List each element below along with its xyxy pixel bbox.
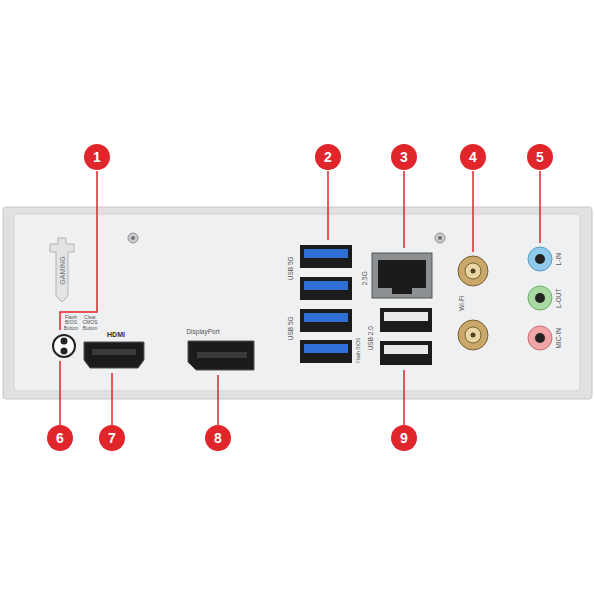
port-label: USB 2.0 — [368, 326, 375, 350]
port-label: MIC-IN — [556, 328, 563, 349]
callout-number: 4 — [460, 144, 486, 170]
logo-text: GAMING — [58, 256, 65, 284]
button — [61, 338, 68, 345]
button — [61, 348, 68, 355]
usb-5g-ports — [300, 245, 352, 363]
port-label: L-IN — [556, 253, 563, 265]
gaming-logo — [50, 238, 74, 302]
callout-number: 5 — [527, 144, 553, 170]
button-label: Clear CMOS Button — [82, 315, 99, 332]
panel-frame — [3, 207, 592, 399]
port-label: HDMI — [107, 331, 125, 338]
leader-lines — [60, 171, 540, 425]
lan-opening — [378, 260, 426, 294]
bios-cmos-buttons — [53, 335, 75, 357]
port-label: 2.5G — [362, 271, 369, 285]
callout-number: 6 — [47, 425, 73, 451]
screw-hole — [438, 236, 442, 240]
wifi-antenna-connectors — [458, 256, 488, 350]
port-label: DisplayPort — [186, 329, 219, 336]
port-label: Flash BIOS — [356, 337, 361, 363]
callout-number: 2 — [315, 144, 341, 170]
screw-hole — [131, 236, 135, 240]
screw-hole — [128, 233, 138, 243]
displayport-insert — [197, 352, 247, 358]
port-label: Wi-Fi — [460, 295, 467, 310]
panel-plate — [14, 214, 580, 391]
hdmi-port — [84, 342, 144, 368]
callout-number: 8 — [205, 425, 231, 451]
lan-port — [372, 253, 432, 298]
port-label: USB 5G — [288, 256, 295, 280]
button-label: Flash BIOS Button — [63, 315, 80, 332]
port-label: USB 5G — [288, 316, 295, 340]
hdmi-insert — [92, 349, 136, 355]
callout-number: 1 — [84, 144, 110, 170]
screw-hole — [435, 233, 445, 243]
port-label: L-OUT — [556, 288, 563, 308]
callout-number: 3 — [391, 144, 417, 170]
callout-number: 7 — [99, 425, 125, 451]
audio-jacks — [528, 247, 552, 350]
displayport-port — [188, 341, 254, 370]
usb-2-ports — [380, 308, 432, 365]
callout-number: 9 — [391, 425, 417, 451]
